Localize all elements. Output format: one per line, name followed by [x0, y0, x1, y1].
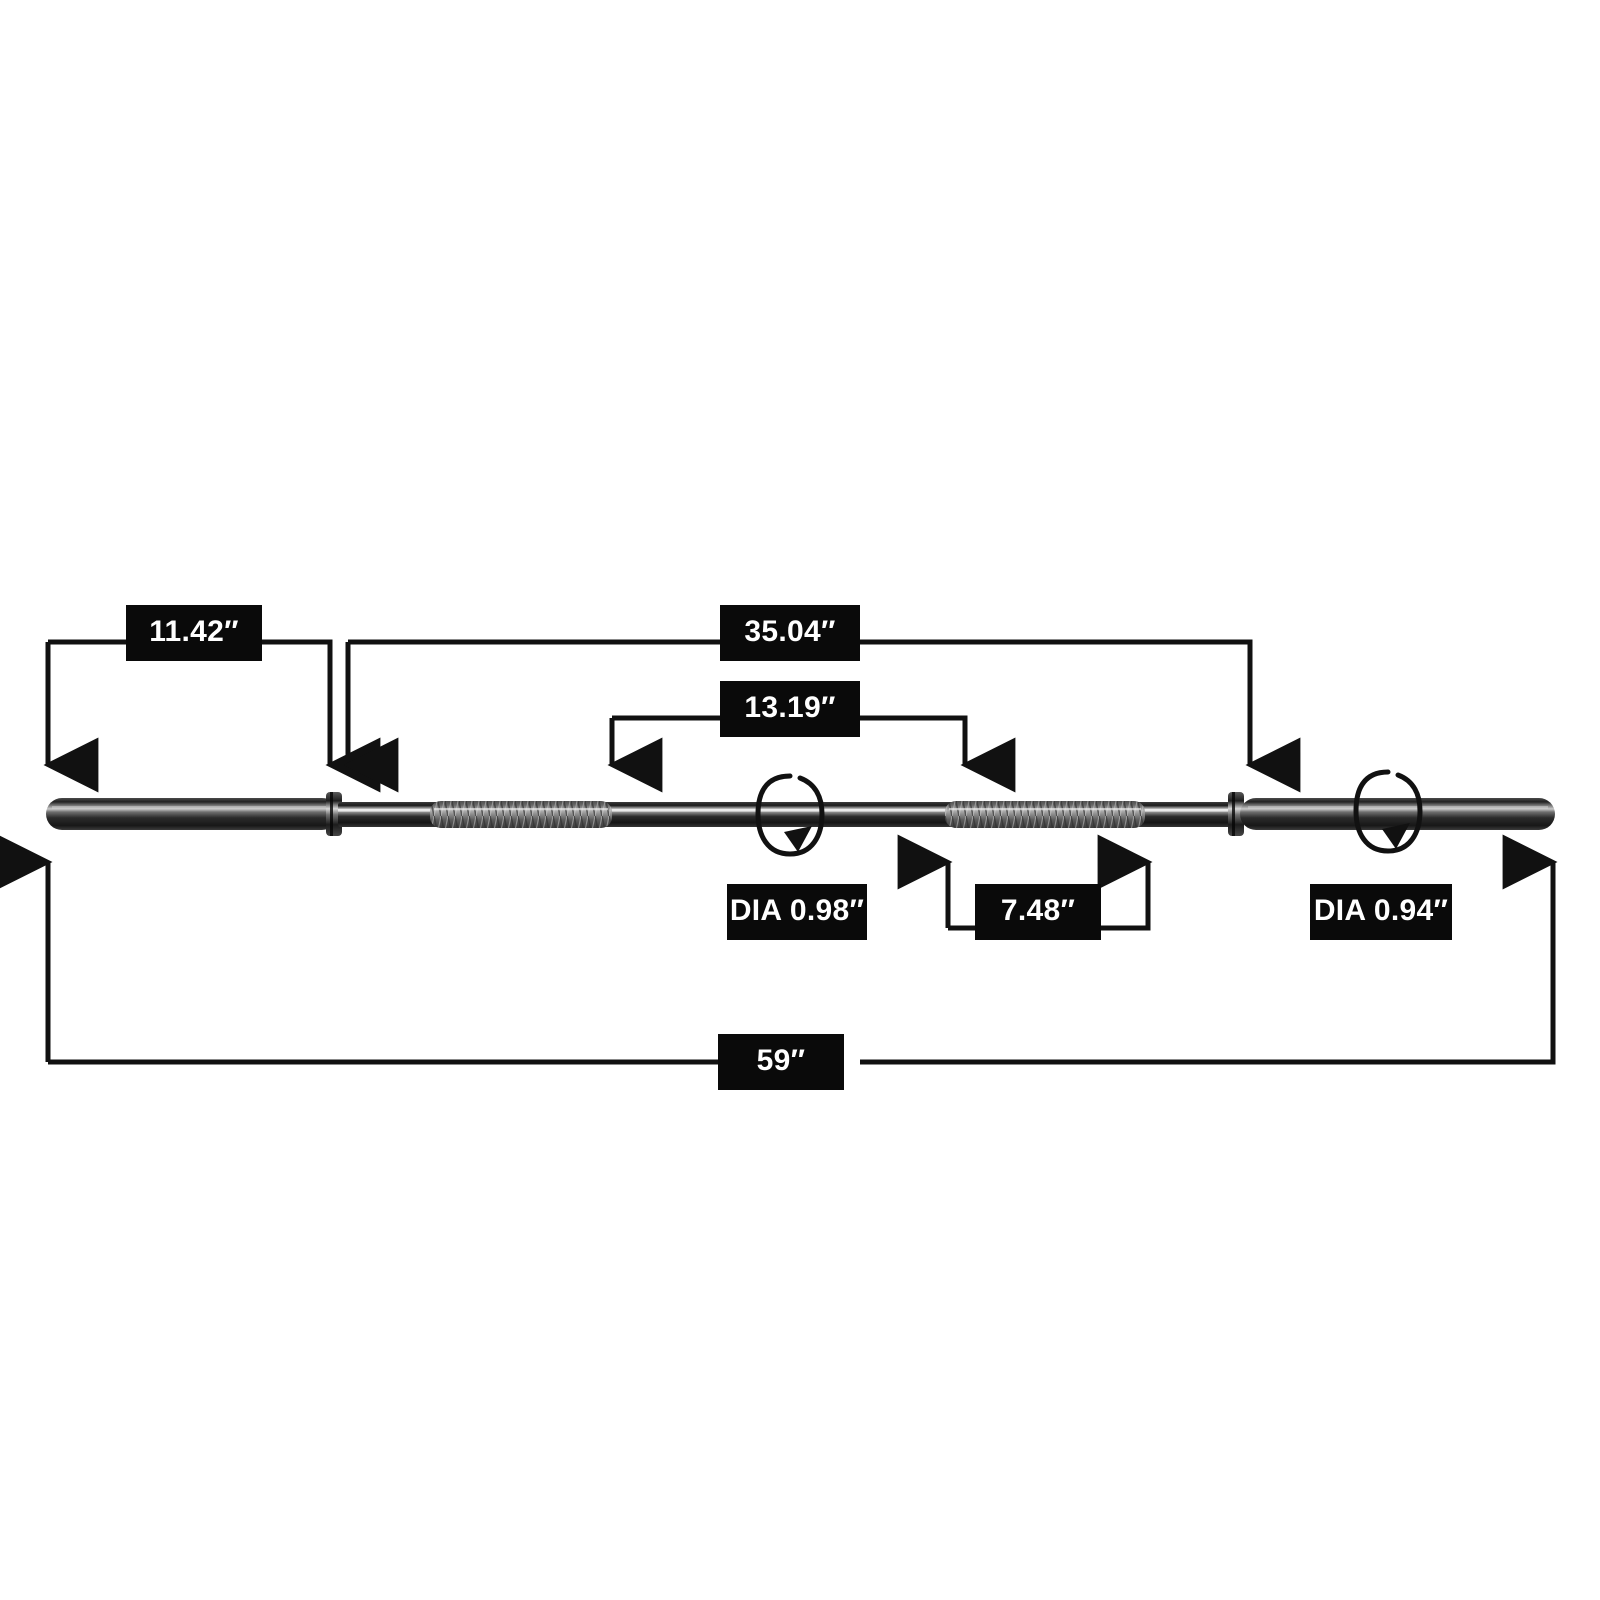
- dimension-label-center-span: 13.19″: [720, 681, 860, 737]
- dimension-label-knurl-length: 7.48″: [975, 884, 1101, 940]
- right-knurl-section: [945, 801, 1145, 828]
- left-knurl-section: [430, 801, 612, 828]
- dimension-label-left-sleeve-length: 11.42″: [126, 605, 262, 661]
- left-sleeve: [46, 798, 338, 830]
- dimension-label-overall-length: 59″: [718, 1034, 844, 1090]
- left-sleeve-rotation-icon: [755, 773, 825, 857]
- left-collar-ring: [326, 792, 342, 836]
- barbell-illustration: [46, 769, 1555, 857]
- leader-overall-length: [0, 834, 1558, 1065]
- leader-knurl-length: [897, 834, 1153, 931]
- dimension-label-shaft-diameter: DIA 0.98″: [727, 884, 867, 940]
- right-sleeve-rotation-icon: [1353, 769, 1423, 854]
- dimension-leader-lines: [0, 639, 1558, 1065]
- leader-center-span: [607, 715, 1016, 793]
- dimension-label-sleeve-diameter: DIA 0.94″: [1310, 884, 1452, 940]
- right-sleeve: [1240, 798, 1555, 830]
- leader-left-sleeve-length: [43, 639, 381, 793]
- leader-shaft-length: [343, 639, 1301, 793]
- dimension-label-shaft-length: 35.04″: [720, 605, 860, 661]
- right-collar-ring: [1228, 792, 1244, 836]
